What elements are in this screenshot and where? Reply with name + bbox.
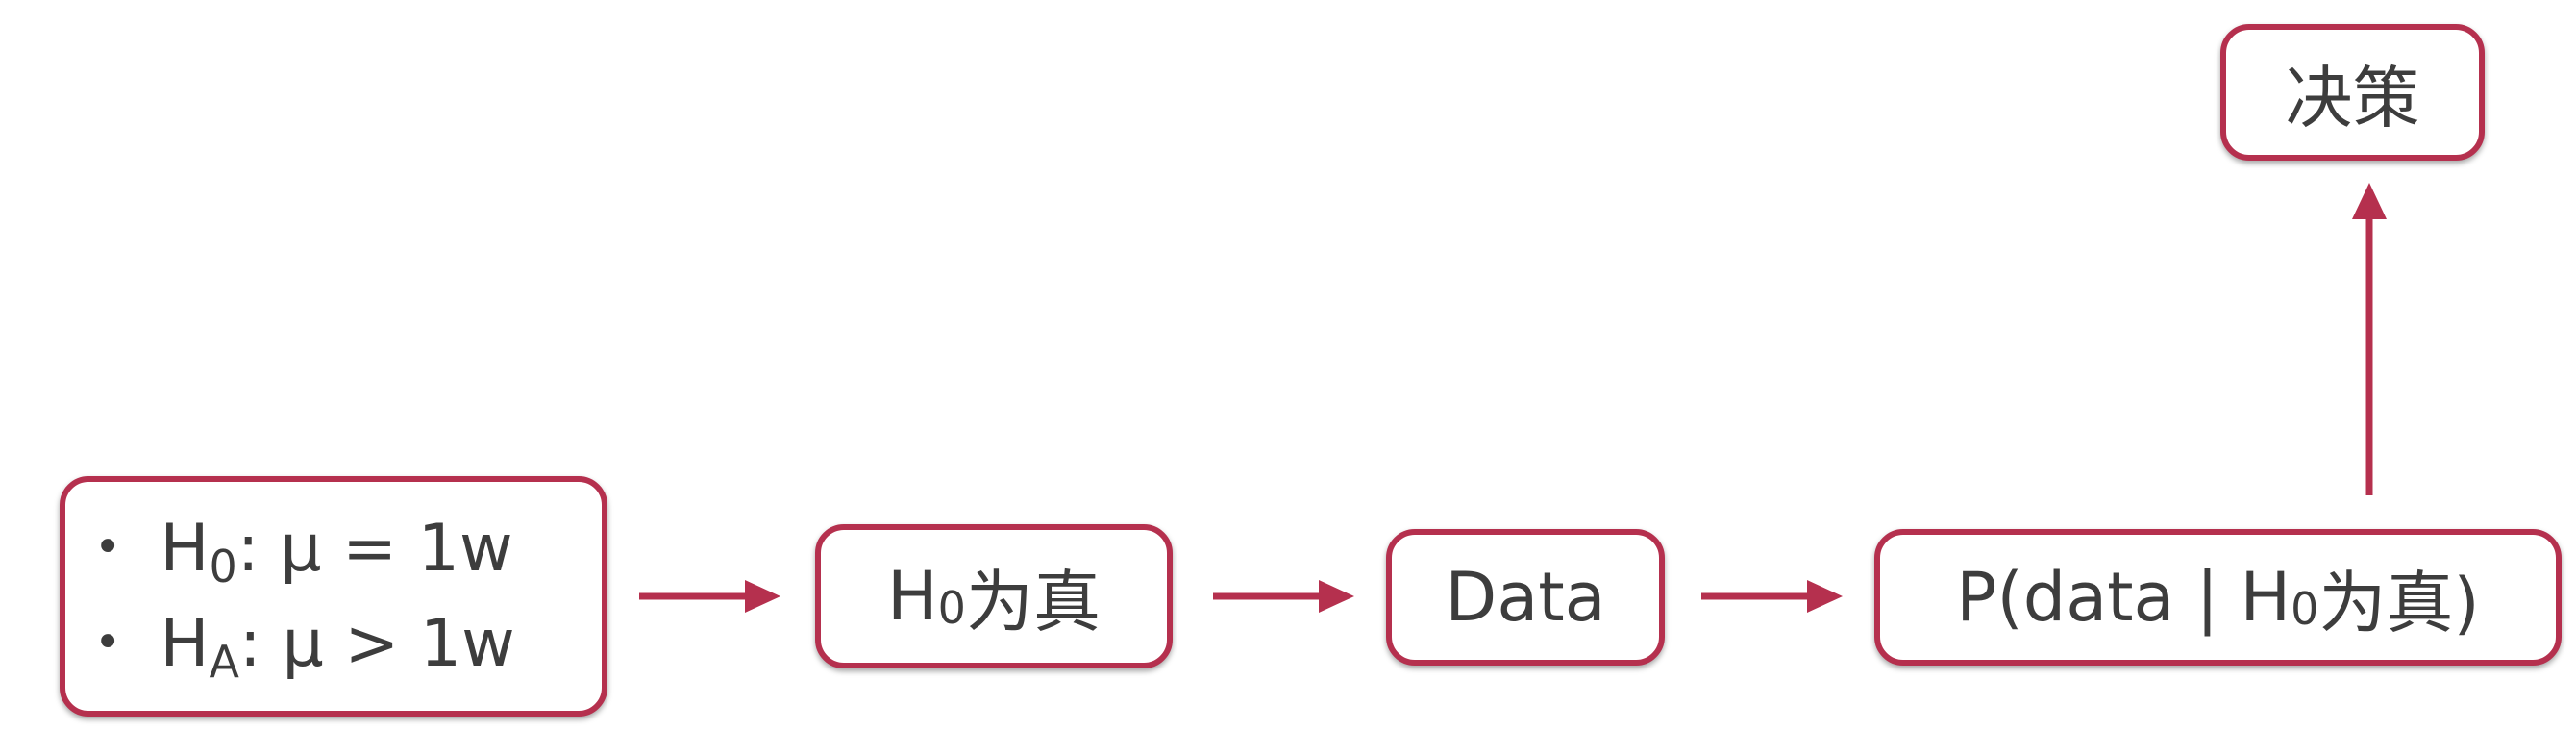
hypothesis-alt-subscript: A: [209, 636, 239, 688]
hypothesis-null-subscript: 0: [209, 541, 237, 592]
decision-label: 决策: [2285, 58, 2420, 138]
arrow-h0-to-data: [1213, 580, 1354, 613]
data-label: Data: [1445, 558, 1606, 637]
probability-prefix: P(data | H: [1956, 558, 2291, 637]
arrow-probability-to-decision: [2352, 183, 2387, 495]
decision-box: 决策: [2220, 24, 2485, 161]
bullet-icon: •: [94, 616, 122, 669]
bullet-icon: •: [94, 520, 122, 574]
h0-true-text: 为真: [965, 562, 1101, 642]
h0-true-symbol: H: [887, 557, 938, 636]
hypothesis-null-symbol: H: [160, 511, 210, 587]
hypothesis-null-text: : μ = 1w: [236, 511, 513, 587]
hypothesis-alt-text: : μ > 1w: [238, 606, 515, 682]
probability-text: 为真): [2318, 563, 2480, 643]
h0-true-subscript: 0: [937, 582, 966, 634]
data-box: Data: [1386, 529, 1665, 666]
arrow-data-to-probability: [1701, 580, 1843, 613]
probability-subscript: 0: [2291, 583, 2319, 635]
arrow-hypotheses-to-h0: [639, 580, 780, 613]
hypothesis-alt-symbol: H: [160, 606, 210, 682]
